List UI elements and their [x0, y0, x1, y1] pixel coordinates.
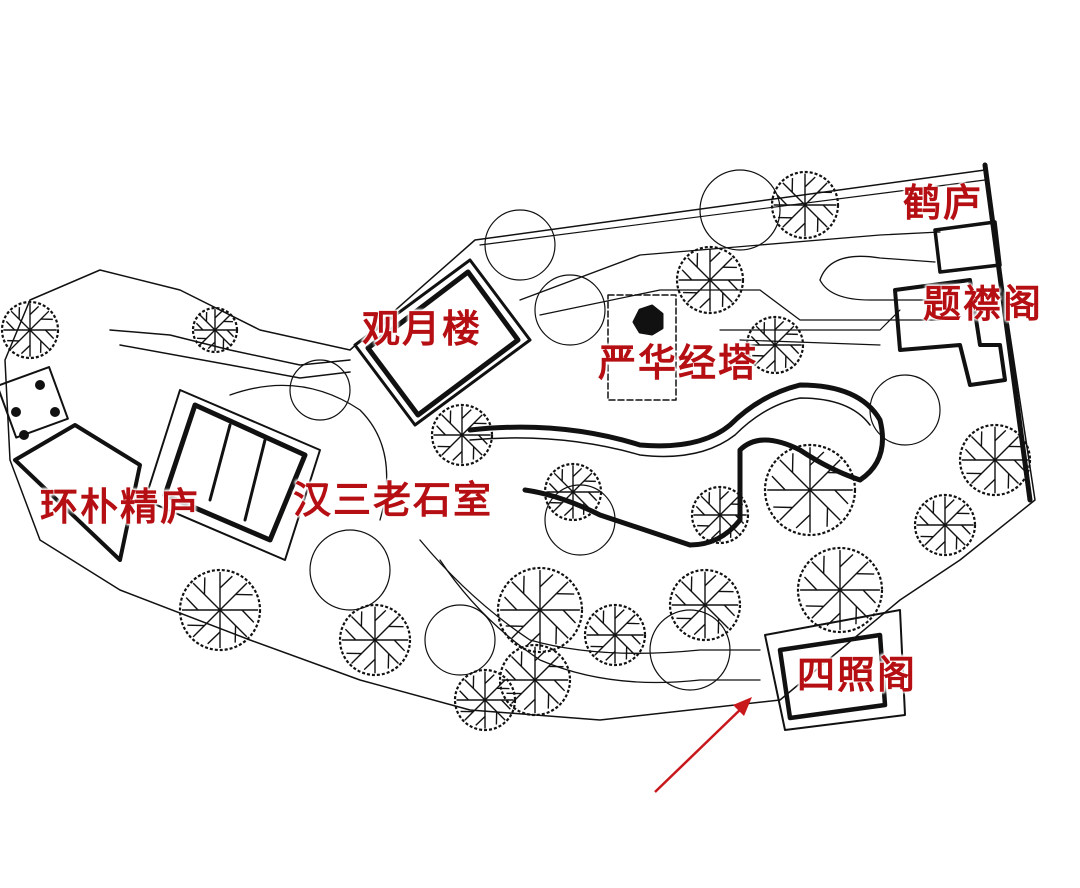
tree-icon	[496, 566, 584, 654]
building-tijin-ge	[982, 162, 1033, 503]
tree-icon	[430, 403, 494, 467]
path	[819, 255, 936, 281]
path	[819, 279, 936, 301]
building-huanpu-jinglu	[13, 423, 142, 562]
tree-icon	[0, 300, 60, 360]
path	[439, 559, 761, 684]
path	[419, 539, 761, 654]
path	[479, 179, 986, 246]
tree-icon	[770, 170, 840, 240]
tree-icon	[178, 568, 262, 652]
pagoda-yanhua-jingta	[632, 304, 664, 336]
tree-icon	[668, 568, 742, 642]
path	[109, 329, 351, 366]
building-tijin-ge-wall	[893, 278, 1007, 387]
tree-icon	[690, 485, 750, 545]
pond-inner	[469, 397, 871, 458]
tree-icon	[338, 603, 412, 677]
label-helu: 鹤庐	[903, 180, 984, 225]
site-boundary	[4, 169, 1036, 721]
path	[119, 344, 351, 379]
tree-icon	[913, 493, 977, 557]
label-guanyue-lou: 观月楼	[362, 306, 483, 351]
label-huanpu-jinglu: 环朴精庐	[40, 484, 201, 529]
path	[719, 309, 901, 331]
building-guanyue-lou	[353, 258, 532, 427]
path	[229, 384, 388, 521]
pavilion-square	[0, 366, 69, 439]
tree-icon	[675, 245, 745, 315]
tree-icon	[958, 423, 1032, 497]
building-helu	[933, 220, 1002, 274]
label-tijin-ge: 题襟阁	[923, 281, 1044, 326]
path	[539, 289, 941, 321]
label-yanhua-jingta: 严华经塔	[598, 340, 759, 385]
building-sizhao-ge	[764, 609, 906, 731]
tree-icon	[191, 306, 239, 354]
building-sizhao-ge-inner	[777, 632, 888, 721]
path	[739, 339, 881, 346]
pagoda-platform	[607, 294, 677, 401]
tree-icon	[796, 546, 884, 634]
tree-icon	[498, 643, 572, 717]
tree-icon	[453, 668, 517, 732]
building-hansan-laoshishi	[144, 389, 321, 561]
annotation-arrow	[654, 697, 752, 793]
label-sizhao-ge: 四照阁	[797, 652, 918, 697]
tree-icon	[745, 315, 805, 375]
building-hansan-laoshishi-inner	[162, 402, 308, 543]
arrow-head-icon	[733, 697, 752, 716]
label-hansan-laoshishi: 汉三老石室	[293, 477, 494, 522]
tree-icon	[583, 603, 647, 667]
tree-icon	[763, 443, 857, 537]
tree-icon	[543, 462, 603, 522]
pond	[467, 382, 885, 548]
building-guanyue-lou-inner	[365, 269, 521, 418]
